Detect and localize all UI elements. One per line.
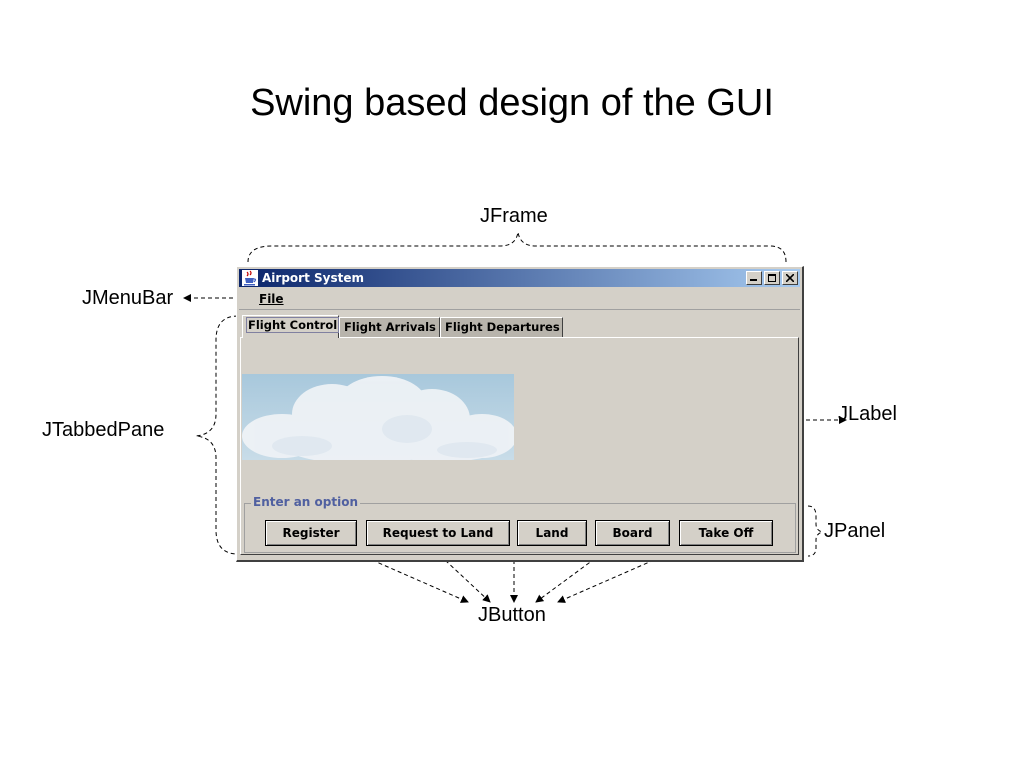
tab-panel: [240, 337, 799, 555]
tab-flight-departures[interactable]: Flight Departures: [440, 317, 563, 337]
jpanel-brace: [807, 505, 824, 557]
callout-jlabel: JLabel: [838, 403, 897, 425]
land-button[interactable]: Land: [517, 520, 587, 546]
option-panel: Enter an option: [244, 495, 796, 553]
take-off-button[interactable]: Take Off: [679, 520, 773, 546]
register-button[interactable]: Register: [265, 520, 357, 546]
cloud-image-label: [242, 374, 514, 460]
airport-system-window: Airport System File Flight Control Fligh…: [236, 266, 804, 562]
window-titlebar[interactable]: Airport System: [239, 269, 800, 287]
jframe-brace: [247, 231, 787, 263]
option-group-title: Enter an option: [251, 495, 360, 509]
java-cup-icon: [242, 270, 258, 286]
board-button[interactable]: Board: [595, 520, 670, 546]
minimize-icon[interactable]: [746, 271, 762, 285]
callout-jtabbedpane: JTabbedPane: [42, 419, 165, 441]
callout-jmenubar: JMenuBar: [82, 287, 174, 309]
menu-file[interactable]: File: [259, 292, 284, 306]
maximize-icon[interactable]: [764, 271, 780, 285]
request-to-land-button[interactable]: Request to Land: [366, 520, 510, 546]
slide-title: Swing based design of the GUI: [250, 82, 774, 124]
callout-jframe: JFrame: [480, 205, 548, 227]
callout-jpanel: JPanel: [824, 520, 886, 542]
callout-jbutton: JButton: [478, 604, 546, 626]
window-title: Airport System: [262, 271, 364, 285]
cloud-image: [242, 374, 514, 460]
close-icon[interactable]: [782, 271, 798, 285]
tab-flight-control[interactable]: Flight Control: [242, 315, 340, 338]
tab-flight-arrivals[interactable]: Flight Arrivals: [339, 317, 440, 337]
menu-bar: File: [239, 289, 800, 310]
jtabbedpane-brace: [195, 315, 239, 555]
tab-label: Flight Control: [245, 317, 340, 333]
